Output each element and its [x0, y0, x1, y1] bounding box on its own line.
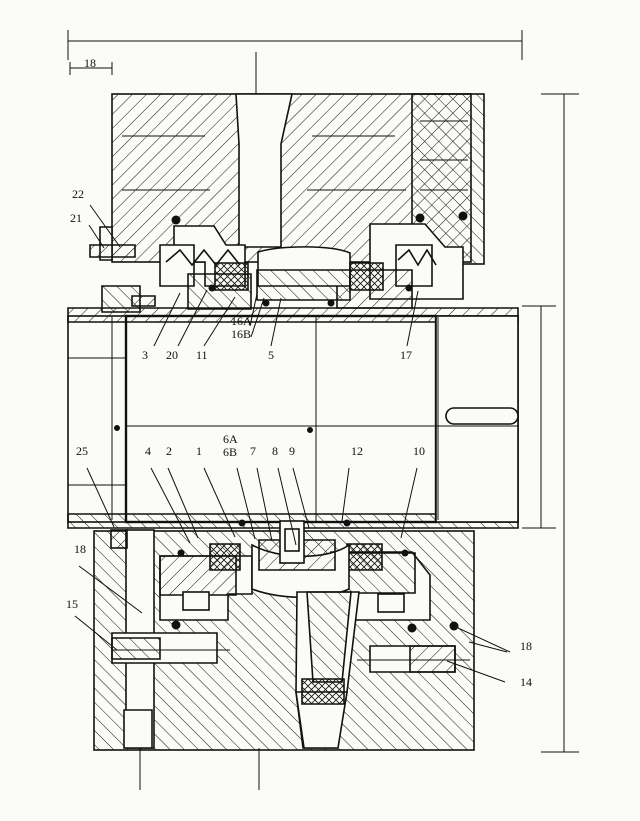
label-6b: 6B [223, 445, 237, 459]
label-4: 4 [145, 444, 151, 458]
label-10: 10 [413, 444, 425, 458]
label-5: 5 [268, 348, 274, 362]
label-18-left: 18 [74, 542, 86, 556]
label-1: 1 [196, 444, 202, 458]
reference-lines [67, 30, 579, 790]
label-7: 7 [250, 444, 256, 458]
label-12: 12 [351, 444, 363, 458]
label-11: 11 [196, 348, 208, 362]
label-18-right: 18 [520, 639, 532, 653]
label-17: 17 [400, 348, 412, 362]
lower-housing [93, 519, 475, 751]
label-2: 2 [166, 444, 172, 458]
label-8: 8 [272, 444, 278, 458]
label-9: 9 [289, 444, 295, 458]
upper-housing [89, 93, 485, 313]
label-20: 20 [166, 348, 178, 362]
label-3: 3 [142, 348, 148, 362]
label-6a: 6A [223, 432, 238, 446]
dimension-label-top-left: 18 [84, 56, 96, 70]
label-16a: 16A [231, 314, 252, 328]
label-22: 22 [72, 187, 84, 201]
label-16b: 16B [231, 327, 251, 341]
drawing-labels: 18 22 21 3 20 11 16A 16B 5 17 6A 6B 25 4… [66, 56, 532, 689]
shaft-assembly [67, 307, 519, 529]
label-21: 21 [70, 211, 82, 225]
leader-lines [74, 204, 511, 683]
label-25: 25 [76, 444, 88, 458]
label-15: 15 [66, 597, 78, 611]
label-14: 14 [520, 675, 532, 689]
